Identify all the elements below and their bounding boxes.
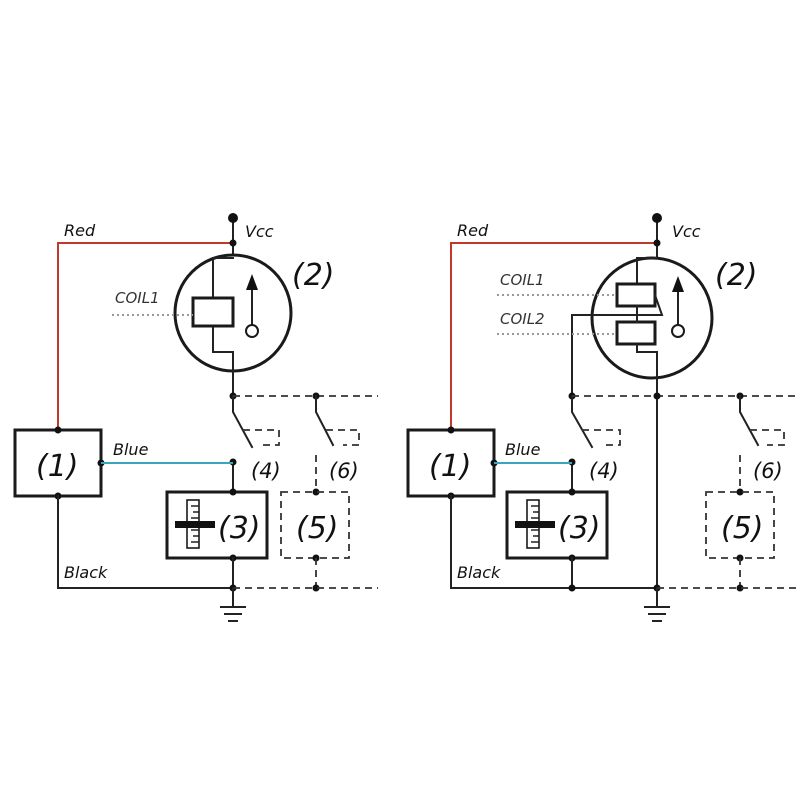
meter-3-label: (3): [558, 511, 601, 546]
relay-label: (2): [292, 258, 335, 293]
coil2-label: COIL2: [500, 310, 545, 328]
switch-4-label: (4): [251, 459, 281, 483]
switch-4-label: (4): [589, 459, 619, 483]
ground-icon: [644, 606, 670, 622]
left-circuit: COIL1 (2) Vcc Red (4) (6) (5) (3): [13, 213, 378, 622]
blue-wire-label: Blue: [113, 440, 149, 459]
black-wire-label: Black: [64, 563, 108, 582]
black-wire: [57, 495, 234, 589]
red-wire-label: Red: [64, 221, 96, 240]
coil1-symbol: [615, 282, 657, 308]
vcc-terminal: [228, 213, 238, 223]
controller-1-label: (1): [429, 449, 472, 484]
box-5-label: (5): [721, 511, 764, 546]
coil1-label: COIL1: [500, 271, 545, 289]
blue-wire-label: Blue: [505, 440, 541, 459]
black-wire: [450, 495, 658, 589]
red-wire-label: Red: [457, 221, 489, 240]
meter-3: [165, 490, 269, 560]
red-wire: [57, 242, 233, 430]
meter-3-label: (3): [218, 511, 261, 546]
vcc-label: Vcc: [672, 222, 701, 241]
switch-6-label: (6): [753, 459, 783, 483]
red-wire: [450, 242, 657, 430]
controller-1-label: (1): [36, 449, 79, 484]
relay-2: [590, 256, 714, 380]
switch-6-label: (6): [329, 459, 359, 483]
black-wire-label: Black: [457, 563, 501, 582]
coil1-label: COIL1: [115, 289, 160, 307]
ground-icon: [220, 606, 246, 622]
coil1-symbol: [191, 296, 235, 328]
box-5-label: (5): [296, 511, 339, 546]
vcc-label: Vcc: [245, 222, 274, 241]
coil2-symbol: [615, 320, 657, 346]
relay-label: (2): [715, 258, 758, 293]
right-circuit: COIL1 COIL2 (2) Vcc Red (4) (6) (5): [406, 213, 798, 622]
vcc-terminal: [652, 213, 662, 223]
